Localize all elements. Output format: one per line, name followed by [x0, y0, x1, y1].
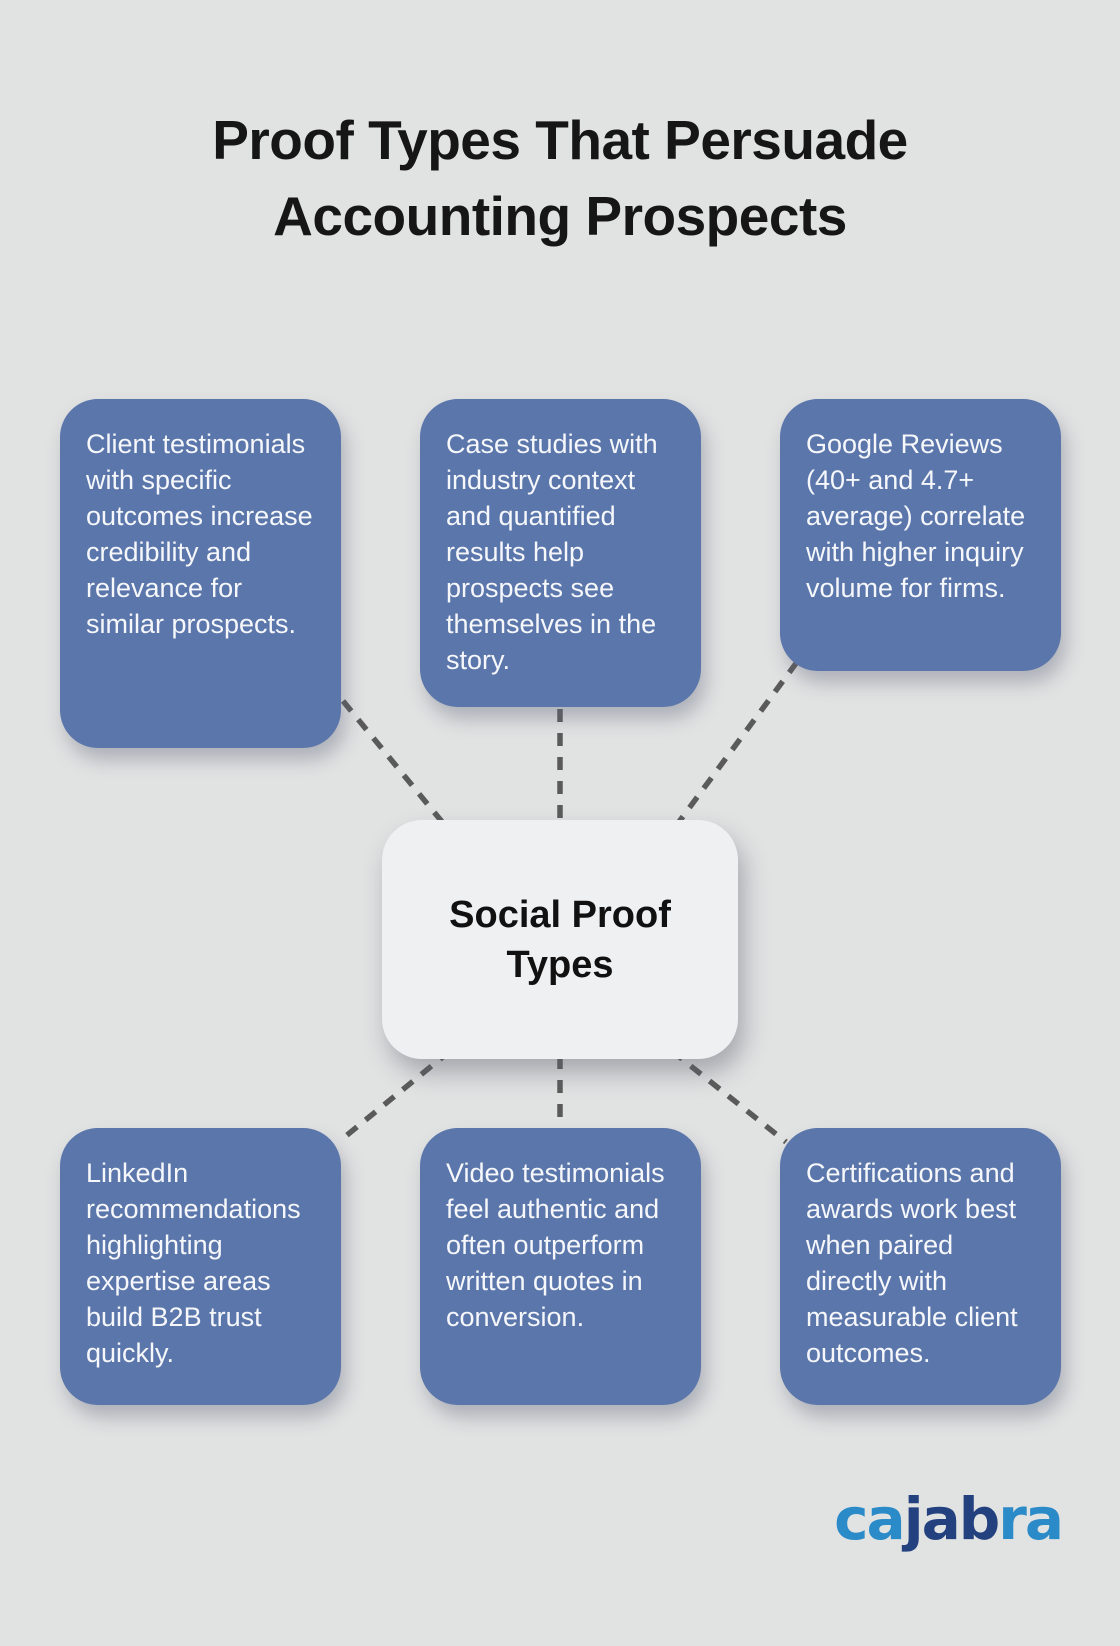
- logo-segment-jab: jab: [903, 1485, 1001, 1553]
- connector-bottom-right: [670, 1048, 788, 1145]
- logo-segment-ra: ra: [998, 1485, 1064, 1553]
- page-title-line2: Accounting Prospects: [273, 185, 847, 247]
- node-linkedin-recommendations: LinkedIn recommendations highlighting ex…: [60, 1128, 341, 1405]
- node-google-reviews: Google Reviews (40+ and 4.7+ average) co…: [780, 399, 1061, 671]
- connector-top-right: [667, 660, 800, 836]
- node-text: Case studies with industry context and q…: [446, 429, 658, 675]
- logo-segment-ca: ca: [834, 1485, 906, 1553]
- connector-top-left: [340, 699, 455, 836]
- node-text: Client testimonials with specific outcom…: [86, 429, 313, 639]
- connector-bottom-left: [339, 1048, 452, 1143]
- page-title-line1: Proof Types That Persuade: [212, 109, 908, 171]
- node-case-studies: Case studies with industry context and q…: [420, 399, 701, 707]
- node-certifications-awards: Certifications and awards work best when…: [780, 1128, 1061, 1405]
- cajabra-logo: cajabra: [834, 1490, 1064, 1548]
- page-title: Proof Types That Persuade Accounting Pro…: [0, 102, 1120, 254]
- node-video-testimonials: Video testimonials feel authentic and of…: [420, 1128, 701, 1405]
- node-text: Certifications and awards work best when…: [806, 1158, 1018, 1368]
- node-text: Google Reviews (40+ and 4.7+ average) co…: [806, 429, 1026, 603]
- center-node-social-proof-types: Social Proof Types: [382, 820, 738, 1059]
- node-client-testimonials: Client testimonials with specific outcom…: [60, 399, 341, 748]
- node-text: Video testimonials feel authentic and of…: [446, 1158, 665, 1332]
- center-node-label: Social Proof Types: [449, 893, 671, 986]
- node-text: LinkedIn recommendations highlighting ex…: [86, 1158, 301, 1368]
